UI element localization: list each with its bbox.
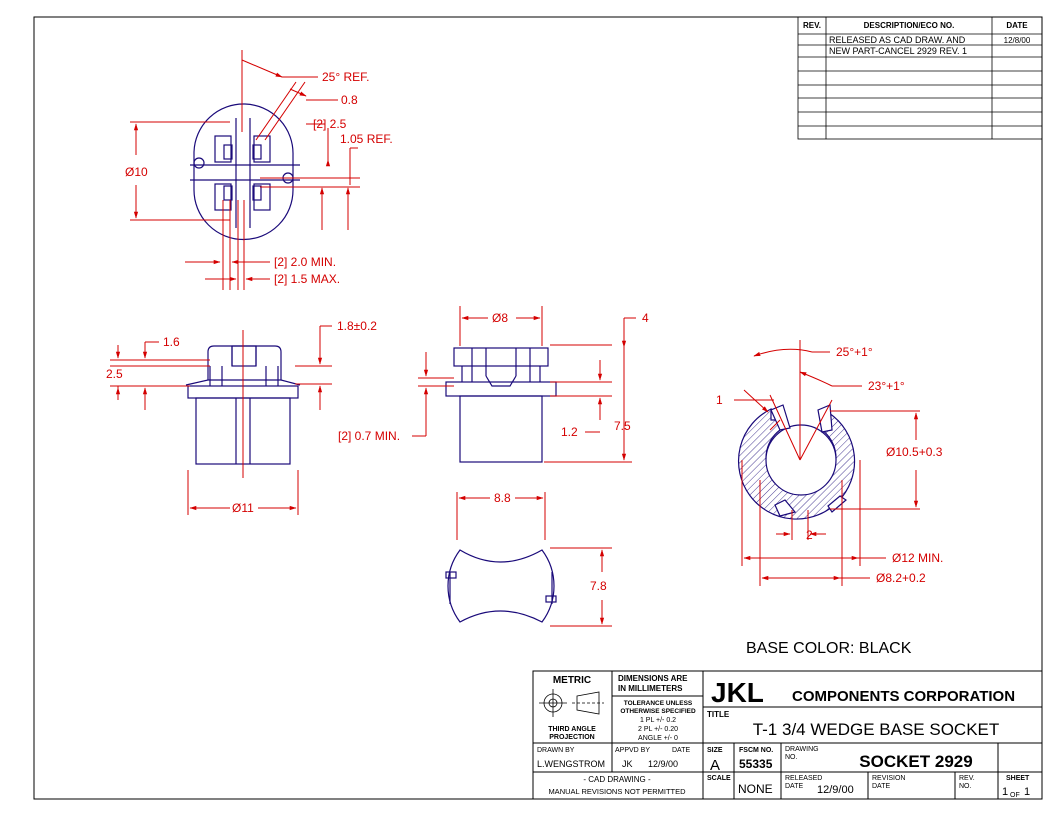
released-date: 12/9/00 <box>817 784 854 796</box>
section-view: 25°+1° 23°+1° 1 Ø10.5+0.3 2 Ø12 MIN. Ø8.… <box>716 340 943 586</box>
top-view: 25° REF. 0.8 [2] 2.5 1.05 REF. Ø10 [2] 2… <box>125 50 393 290</box>
dim-0-7-min: [2] 0.7 MIN. <box>338 429 400 443</box>
rev-no-label-1: REV. <box>959 775 975 782</box>
dim-diameter-11: Ø11 <box>232 501 254 515</box>
third-angle-symbol <box>539 689 604 717</box>
drawing-no-label-1: DRAWING <box>785 746 819 753</box>
dim-diameter-10-5: Ø10.5+0.3 <box>886 445 943 459</box>
rev-header: REV. <box>803 21 821 30</box>
dim-1: 1 <box>716 393 723 407</box>
size-label: SIZE <box>707 747 723 754</box>
dim-1-2: 1.2 <box>561 425 578 439</box>
approved-date-label: DATE <box>672 747 690 754</box>
approved-by-label: APPVD BY <box>615 747 650 754</box>
revision-row-1-date: 12/8/00 <box>1004 36 1031 45</box>
released-label-1: RELEASED <box>785 775 822 782</box>
cad-drawing-note-2: MANUAL REVISIONS NOT PERMITTED <box>548 787 686 796</box>
size-value: A <box>710 757 720 774</box>
metric-label: METRIC <box>553 675 591 686</box>
dim-2-5: 2.5 <box>106 367 123 381</box>
tolerance-4: 2 PL +/- 0.20 <box>638 726 678 733</box>
dim-1-8-tol: 1.8±0.2 <box>337 319 377 333</box>
dim-0-8: 0.8 <box>341 93 358 107</box>
tolerance-3: 1 PL +/- 0.2 <box>640 717 676 724</box>
title-block <box>532 670 1043 800</box>
sheet-number: 1 <box>1002 786 1008 798</box>
dim-1-5-max: [2] 1.5 MAX. <box>274 272 340 286</box>
dim-diameter-12-min: Ø12 MIN. <box>892 551 943 565</box>
date-header: DATE <box>1006 21 1028 30</box>
dim-diameter-8-2: Ø8.2+0.2 <box>876 571 926 585</box>
dim-2: 2 <box>806 528 813 542</box>
revision-block <box>797 16 1043 140</box>
sheet-of: OF <box>1010 792 1020 799</box>
dims-are-2: IN MILLIMETERS <box>618 684 683 693</box>
third-angle-label-1: THIRD ANGLE <box>548 726 596 733</box>
title-label: TITLE <box>707 710 730 719</box>
company-logo: JKL <box>711 677 764 708</box>
revision-row-1-description: RELEASED AS CAD DRAW. AND <box>829 35 966 45</box>
drawing-no-label-2: NO. <box>785 754 798 761</box>
side-view: Ø8 4 [2] 0.7 MIN. 1.2 7.5 <box>338 306 649 463</box>
revision-date-label-2: DATE <box>872 783 890 790</box>
rev-no-label-2: NO. <box>959 783 972 790</box>
dim-1-05-ref: 1.05 REF. <box>340 132 393 146</box>
bottom-view: 8.8 7.8 <box>445 491 612 627</box>
dim-7-5: 7.5 <box>614 419 631 433</box>
scale-label: SCALE <box>707 775 731 782</box>
dim-7-8: 7.8 <box>590 579 607 593</box>
dim-angle-25-ref: 25° REF. <box>322 70 369 84</box>
approved-date-value: 12/9/00 <box>648 759 678 769</box>
dim-2-0-min: [2] 2.0 MIN. <box>274 255 336 269</box>
dim-diameter-10: Ø10 <box>125 165 148 179</box>
drawn-by-label: DRAWN BY <box>537 747 575 754</box>
third-angle-label-2: PROJECTION <box>549 734 595 741</box>
revision-row-2-description: NEW PART-CANCEL 2929 REV. 1 <box>829 46 967 56</box>
dims-are-1: DIMENSIONS ARE <box>618 674 688 683</box>
tolerance-5: ANGLE +/- 0 <box>638 735 678 742</box>
fscm-value: 55335 <box>739 757 773 771</box>
company-name: COMPONENTS CORPORATION <box>792 688 1015 705</box>
dim-8-8: 8.8 <box>494 491 511 505</box>
cad-drawing-note-1: - CAD DRAWING - <box>583 775 651 784</box>
description-header: DESCRIPTION/ECO NO. <box>864 21 955 30</box>
dim-2-5-pair: [2] 2.5 <box>313 117 347 131</box>
revision-date-label-1: REVISION <box>872 775 905 782</box>
sheet-label: SHEET <box>1006 775 1030 782</box>
dim-diameter-8: Ø8 <box>492 311 508 325</box>
drawn-by-value: L.WENGSTROM <box>537 759 605 769</box>
dim-4: 4 <box>642 311 649 325</box>
dim-angle-25: 25°+1° <box>836 345 873 359</box>
released-label-2: DATE <box>785 783 803 790</box>
scale-value: NONE <box>738 782 773 796</box>
tolerance-2: OTHERWISE SPECIFIED <box>620 708 696 715</box>
drawing-title: T-1 3/4 WEDGE BASE SOCKET <box>753 720 1000 739</box>
sheet-total: 1 <box>1024 786 1030 798</box>
dim-angle-23: 23°+1° <box>868 379 905 393</box>
sheet-border <box>33 16 1043 800</box>
approved-by-value: JK <box>622 759 633 769</box>
tolerance-1: TOLERANCE UNLESS <box>624 700 693 707</box>
base-color-note: BASE COLOR: BLACK <box>746 640 912 657</box>
front-view: 1.6 1.8±0.2 2.5 Ø11 <box>106 319 377 515</box>
fscm-label: FSCM NO. <box>739 747 773 754</box>
drawing-number: SOCKET 2929 <box>859 752 972 771</box>
dim-1-6: 1.6 <box>163 335 180 349</box>
